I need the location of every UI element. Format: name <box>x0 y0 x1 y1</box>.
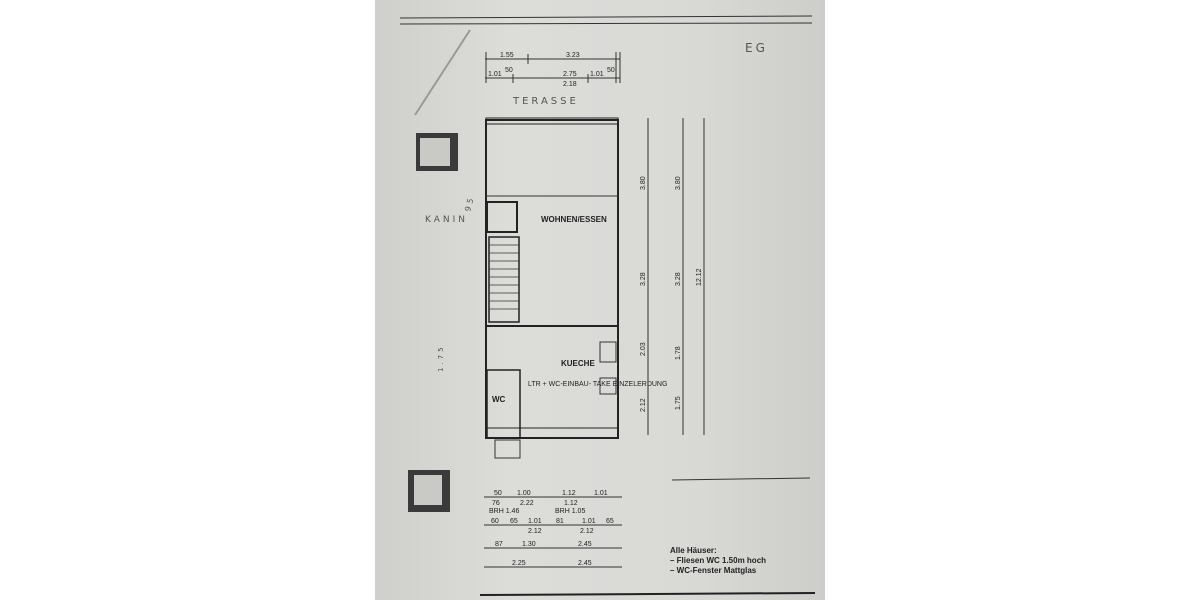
dim-text: 1.30 <box>522 541 536 548</box>
dim-text: 2.22 <box>520 500 534 507</box>
dim-text: 1.01 <box>582 518 596 525</box>
dim-text: 3.23 <box>566 52 580 59</box>
top-dimension-lines: 1.55 3.23 1.01 50 2.75 1.01 50 2.18 <box>485 52 621 88</box>
top-border-line <box>399 15 813 19</box>
fireplace-dim: 95 <box>463 195 476 213</box>
bottom-border-line <box>479 592 816 596</box>
terrace-label: TERASSE <box>512 96 579 107</box>
fireplace-label: KANIN <box>425 215 468 225</box>
notes-title: Alle Häuser: <box>670 546 717 555</box>
dim-text: 60 <box>491 518 499 525</box>
dim-text: 12.12 <box>696 268 703 286</box>
dim-text: 81 <box>556 518 564 525</box>
dim-text: 2.12 <box>528 528 542 535</box>
right-dimension-lines: 3.80 3.28 2.03 2.12 3.80 3.28 1.78 1.75 … <box>640 118 705 435</box>
dim-text: 1.01 <box>590 71 604 78</box>
side-dim: 1.75 <box>437 344 445 372</box>
dim-text: 2.25 <box>512 560 526 567</box>
dim-text: 87 <box>495 541 503 548</box>
dim-text: 3.80 <box>640 176 647 190</box>
dim-text: 50 <box>607 67 615 74</box>
dim-text: 1.01 <box>594 490 608 497</box>
bottom-dimension-lines: 50 1.00 1.12 1.01 76 2.22 1.12 BRH 1.46 … <box>484 490 622 568</box>
kitchen-note: LTR + WC-EINBAU- TAKE EINZELERDUNG <box>528 381 667 388</box>
dim-text: 2.45 <box>578 560 592 567</box>
dim-text: BRH 1.05 <box>555 508 585 515</box>
dim-text: 1.75 <box>675 396 682 410</box>
dim-text: 2.75 <box>563 71 577 78</box>
note-line: – Fliesen WC 1.50m hoch <box>670 556 766 565</box>
dim-text: 1.01 <box>488 71 502 78</box>
dim-text: 50 <box>505 67 513 74</box>
dim-text: 50 <box>494 490 502 497</box>
staircase <box>488 236 520 323</box>
diagonal-mark <box>414 29 471 116</box>
stove <box>599 377 617 395</box>
marker-square-inner <box>420 138 450 166</box>
room-kitchen: KUECHE <box>561 359 595 368</box>
divider-line <box>671 477 811 481</box>
dim-text: 1.78 <box>675 346 682 360</box>
dim-text: 76 <box>492 500 500 507</box>
dim-text: 1.12 <box>564 500 578 507</box>
marker-square-inner <box>414 475 442 505</box>
room-wc: WC <box>492 395 506 404</box>
dim-text: 65 <box>606 518 614 525</box>
dim-text: 2.12 <box>580 528 594 535</box>
note-line: – WC-Fenster Mattglas <box>670 566 757 575</box>
sink <box>599 341 617 363</box>
dim-text: 1.55 <box>500 52 514 59</box>
room-living: WOHNEN/ESSEN <box>541 215 607 224</box>
top-border-line-2 <box>399 22 813 25</box>
dim-text: 1.00 <box>517 490 531 497</box>
dim-text: 3.28 <box>675 272 682 286</box>
dim-text: 1.12 <box>562 490 576 497</box>
dim-text: 3.80 <box>675 176 682 190</box>
dim-text: 2.45 <box>578 541 592 548</box>
dim-text: 65 <box>510 518 518 525</box>
floor-label: EG <box>745 41 768 55</box>
dim-text: 2.18 <box>563 81 577 88</box>
dim-text: 1.01 <box>528 518 542 525</box>
dim-text: 3.28 <box>640 272 647 286</box>
dim-text: 2.03 <box>640 342 647 356</box>
dim-text: 2.12 <box>640 398 647 412</box>
building-outline <box>485 117 619 459</box>
dim-text: BRH 1.46 <box>489 508 519 515</box>
